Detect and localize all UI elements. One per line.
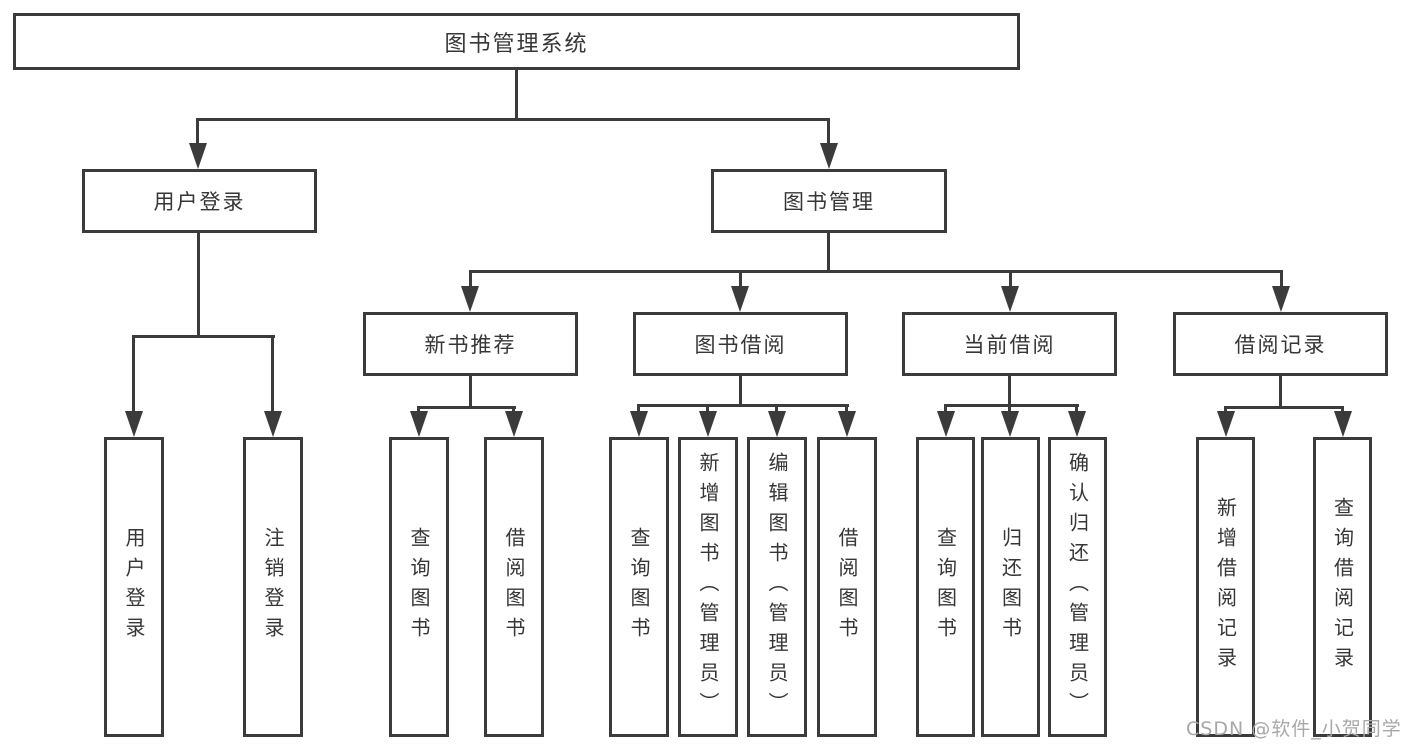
connector-borrow-records-stem — [1279, 376, 1282, 406]
leaf-query-borrow-record-label: 查询借阅记录 — [1330, 497, 1355, 677]
node-new-book-recommend: 新书推荐 — [363, 312, 578, 376]
connector-current-borrow-stem — [1008, 376, 1011, 404]
leaf-user-login-label: 用户登录 — [122, 527, 146, 647]
leaf-add-borrow-record: 新增借阅记录 — [1196, 437, 1255, 737]
node-root-label: 图书管理系统 — [444, 31, 589, 57]
connector-book-management-hline — [469, 270, 1282, 273]
connector-drop-confirm-return — [1075, 404, 1078, 415]
node-borrow-records: 借阅记录 — [1173, 312, 1388, 376]
connector-drop-add-books — [706, 404, 709, 415]
arrow-book-borrow — [731, 286, 749, 312]
connector-drop-leaf-user-login — [132, 335, 135, 415]
connector-drop-add-borrow-record — [1224, 406, 1227, 415]
leaf-borrow-books-recommend: 借阅图书 — [484, 437, 544, 737]
arrow-borrow-books — [838, 411, 856, 437]
connector-root-hline — [197, 118, 829, 121]
arrow-query-books-borrow — [630, 411, 648, 437]
connector-current-borrow-hline — [944, 404, 1079, 407]
arrow-query-books-current — [937, 411, 955, 437]
leaf-logout-login-label: 注销登录 — [261, 527, 285, 647]
leaf-edit-books-admin-label: 编辑图书（管理员） — [765, 452, 789, 722]
leaf-add-books-admin-label: 新增图书（管理员） — [696, 452, 720, 722]
leaf-query-books-recommend-label: 查询图书 — [407, 527, 431, 647]
connector-drop-borrow-books-recommend — [512, 406, 515, 415]
leaf-borrow-books-recommend-label: 借阅图书 — [502, 527, 526, 647]
connector-drop-edit-books — [775, 404, 778, 415]
leaf-user-login: 用户登录 — [104, 437, 164, 737]
connector-drop-new-book — [469, 270, 472, 292]
connector-new-book-stem — [469, 376, 472, 406]
leaf-confirm-return-admin-label: 确认归还（管理员） — [1065, 452, 1090, 722]
arrow-edit-books — [768, 411, 786, 437]
node-current-borrow: 当前借阅 — [902, 312, 1117, 376]
arrow-return-books — [1001, 411, 1019, 437]
node-book-management-label: 图书管理 — [783, 190, 875, 214]
leaf-confirm-return-admin: 确认归还（管理员） — [1048, 437, 1107, 737]
connector-drop-query-borrow-record — [1341, 406, 1344, 415]
leaf-query-books-recommend: 查询图书 — [389, 437, 449, 737]
leaf-edit-books-admin: 编辑图书（管理员） — [747, 437, 807, 737]
arrow-add-borrow-record — [1217, 411, 1235, 437]
connector-drop-return-books — [1008, 404, 1011, 415]
connector-new-book-hline — [418, 406, 516, 409]
connector-drop-query-books-current — [944, 404, 947, 415]
leaf-logout-login: 注销登录 — [243, 437, 303, 737]
connector-drop-query-books-recommend — [417, 406, 420, 415]
leaf-query-books-borrow: 查询图书 — [609, 437, 669, 737]
arrow-new-book — [461, 286, 479, 312]
arrow-confirm-return — [1068, 411, 1086, 437]
node-current-borrow-label: 当前借阅 — [963, 333, 1056, 357]
node-user-login-label: 用户登录 — [153, 190, 246, 214]
connector-drop-book-borrow — [739, 270, 742, 292]
node-book-borrow: 图书借阅 — [633, 312, 848, 376]
connector-user-login-stem — [197, 233, 200, 335]
leaf-query-borrow-record: 查询借阅记录 — [1313, 437, 1372, 737]
leaf-query-books-current-label: 查询图书 — [933, 527, 958, 647]
leaf-query-books-current: 查询图书 — [916, 437, 975, 737]
connector-book-management-stem — [827, 233, 830, 270]
connector-root-stem — [515, 70, 518, 118]
arrow-query-borrow-record — [1334, 411, 1352, 437]
connector-drop-user-login — [196, 118, 199, 148]
connector-drop-borrow-books — [845, 404, 848, 415]
connector-drop-query-books-borrow — [637, 404, 640, 415]
leaf-add-books-admin: 新增图书（管理员） — [678, 437, 738, 737]
leaf-return-books: 归还图书 — [981, 437, 1040, 737]
leaf-return-books-label: 归还图书 — [998, 527, 1023, 647]
node-user-login: 用户登录 — [82, 169, 317, 233]
leaf-borrow-books: 借阅图书 — [817, 437, 877, 737]
arrow-query-books-recommend — [410, 411, 428, 437]
node-new-book-recommend-label: 新书推荐 — [424, 333, 517, 357]
node-book-management: 图书管理 — [711, 169, 947, 233]
connector-drop-book-management — [827, 118, 830, 148]
node-root: 图书管理系统 — [13, 13, 1020, 70]
arrow-book-management — [820, 143, 838, 169]
csdn-watermark: CSDN @软件_小贺同学 — [1186, 718, 1402, 740]
arrow-user-login — [189, 143, 207, 169]
connector-book-borrow-stem — [739, 376, 742, 404]
leaf-add-borrow-record-label: 新增借阅记录 — [1213, 497, 1238, 677]
connector-book-borrow-hline — [638, 404, 849, 407]
leaf-borrow-books-label: 借阅图书 — [835, 527, 859, 647]
node-book-borrow-label: 图书借阅 — [694, 333, 787, 357]
arrow-borrow-records — [1272, 286, 1290, 312]
node-borrow-records-label: 借阅记录 — [1234, 333, 1327, 357]
connector-drop-borrow-records — [1280, 270, 1283, 292]
arrow-current-borrow — [1001, 286, 1019, 312]
arrow-borrow-books-recommend — [505, 411, 523, 437]
arrow-add-books — [699, 411, 717, 437]
connector-user-login-hline — [133, 335, 275, 338]
connector-drop-current-borrow — [1009, 270, 1012, 292]
connector-drop-leaf-logout — [271, 335, 274, 415]
arrow-leaf-logout — [264, 411, 282, 437]
leaf-query-books-borrow-label: 查询图书 — [627, 527, 651, 647]
arrow-leaf-user-login — [125, 411, 143, 437]
connector-borrow-records-hline — [1225, 406, 1344, 409]
